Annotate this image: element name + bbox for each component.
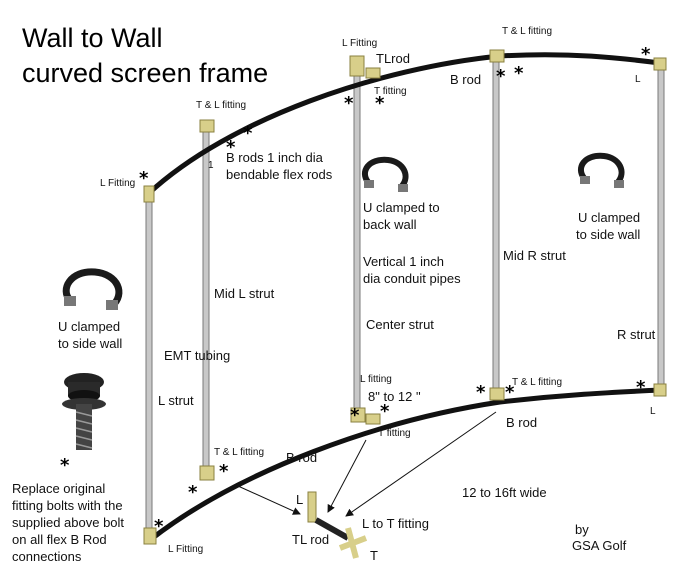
t-l-fitting-top-left-label: T & L fitting <box>196 100 246 111</box>
t-l-fitting-bottom-right <box>489 387 505 401</box>
l-fitting-bottom-left <box>143 527 157 545</box>
strut-number-label: 1 <box>208 160 214 171</box>
u-clamp-icon <box>361 156 409 192</box>
t-l-fitting-top-right <box>489 49 505 63</box>
l-fitting-bottom-right <box>653 383 667 397</box>
by-label: by <box>575 522 589 537</box>
t-l-fitting-bottom-right-label: T & L fitting <box>512 377 562 388</box>
asterisk-marker: * <box>641 44 651 65</box>
t-fitting-bottom <box>365 413 381 425</box>
u-side-left-line2: to side wall <box>58 336 122 351</box>
b-rod-bottom-left-label: B rod <box>286 450 317 465</box>
l-fitting-left-label: L Fitting <box>100 178 135 189</box>
b-rods-desc-line2: bendable flex rods <box>226 167 333 182</box>
vertical-desc-line2: dia conduit pipes <box>363 271 461 286</box>
asterisk-marker: * <box>226 137 236 158</box>
asterisk-marker: * <box>496 66 506 87</box>
width-label: 12 to 16ft wide <box>462 485 547 500</box>
b-rods-desc-line1: B rods 1 inch dia <box>226 150 324 165</box>
t-fitting-bottom-label: T fitting <box>378 428 411 439</box>
l-fitting-top-center-label: L Fitting <box>342 38 377 49</box>
asterisk-marker: * <box>139 168 149 189</box>
emt-tubing-label: EMT tubing <box>164 348 230 363</box>
asterisk-markers: * * * * * * * * * * * * * * * * * <box>60 44 651 537</box>
asterisk-marker: * <box>380 401 390 422</box>
t-l-fitting-top-right-label: T & L fitting <box>502 26 552 37</box>
mid-r-strut-label: Mid R strut <box>503 248 566 263</box>
u-clamp-icon <box>577 152 625 188</box>
mid-r-strut-pipe <box>492 59 500 389</box>
u-side-right-line1: U clamped <box>578 210 640 225</box>
tl-rod-detail <box>307 491 368 559</box>
asterisk-marker: * <box>476 382 486 403</box>
b-rod-bottom-right-label: B rod <box>506 415 537 430</box>
asterisk-marker: * <box>60 455 70 476</box>
replace-note-line4: on all flex B Rod <box>12 532 107 547</box>
detail-t-label: T <box>370 548 378 563</box>
u-side-right-line2: to side wall <box>576 227 640 242</box>
l-top-right-label: L <box>635 74 641 85</box>
top-b-rod <box>145 52 663 197</box>
l-fitting-bottom-left-label: L Fitting <box>168 544 203 555</box>
asterisk-marker: * <box>350 405 360 426</box>
center-strut-label: Center strut <box>366 317 434 332</box>
l-strut-label: L strut <box>158 393 194 408</box>
b-rod-top-label: B rod <box>450 72 481 87</box>
mid-l-strut-label: Mid L strut <box>214 286 275 301</box>
replace-note-line3: supplied above bolt <box>12 515 124 530</box>
asterisk-marker: * <box>344 93 354 114</box>
l-fitting-top-right <box>653 57 667 71</box>
u-clamp-icon <box>62 268 123 310</box>
t-l-fitting-bottom-left-label: T & L fitting <box>214 447 264 458</box>
asterisk-marker: * <box>514 63 524 84</box>
t-fitting-top-label: T fitting <box>374 86 407 97</box>
title-line2: curved screen frame <box>22 58 268 88</box>
r-strut-label: R strut <box>617 327 656 342</box>
asterisk-marker: * <box>219 461 229 482</box>
l-strut-pipe <box>145 191 153 539</box>
u-back-line1: U clamped to <box>363 200 440 215</box>
asterisk-marker: * <box>243 123 253 144</box>
detail-tl-rod-label: TL rod <box>292 532 329 547</box>
l-fitting-top-left <box>143 185 155 203</box>
t-l-fitting-top-left <box>199 119 215 133</box>
asterisk-marker: * <box>505 382 515 403</box>
l-fitting-center-bottom-label: L fitting <box>360 374 392 385</box>
detail-arrows <box>237 411 497 517</box>
replace-note-line2: fitting bolts with the <box>12 498 123 513</box>
center-strut-pipe <box>353 71 361 421</box>
l-fitting-center-bottom <box>350 407 366 423</box>
mid-l-strut-pipe <box>202 127 210 475</box>
tl-rod-top-label: TLrod <box>376 51 410 66</box>
l-bottom-right-label: L <box>650 406 656 417</box>
detail-l-label: L <box>296 492 303 507</box>
u-side-left-line1: U clamped <box>58 319 120 334</box>
asterisk-marker: * <box>154 516 164 537</box>
t-l-fitting-bottom-left <box>199 465 215 481</box>
r-strut-pipe <box>657 65 665 397</box>
asterisk-marker: * <box>375 93 385 114</box>
fittings <box>143 49 667 545</box>
vertical-desc-line1: Vertical 1 inch <box>363 254 444 269</box>
detail-l-to-t-label: L to T fitting <box>362 516 429 531</box>
t-fitting-top <box>365 67 381 79</box>
asterisk-marker: * <box>636 377 646 398</box>
replace-note-line1: Replace original <box>12 481 105 496</box>
gap-label: 8" to 12 " <box>368 389 421 404</box>
l-fitting-top-center <box>349 55 365 77</box>
credit-label: GSA Golf <box>572 538 627 553</box>
asterisk-marker: * <box>188 482 198 503</box>
u-back-line2: back wall <box>363 217 417 232</box>
replace-note-line5: connections <box>12 549 82 564</box>
title-line1: Wall to Wall <box>22 23 163 53</box>
bolt-icon <box>62 373 106 450</box>
bottom-b-rod <box>147 387 663 543</box>
